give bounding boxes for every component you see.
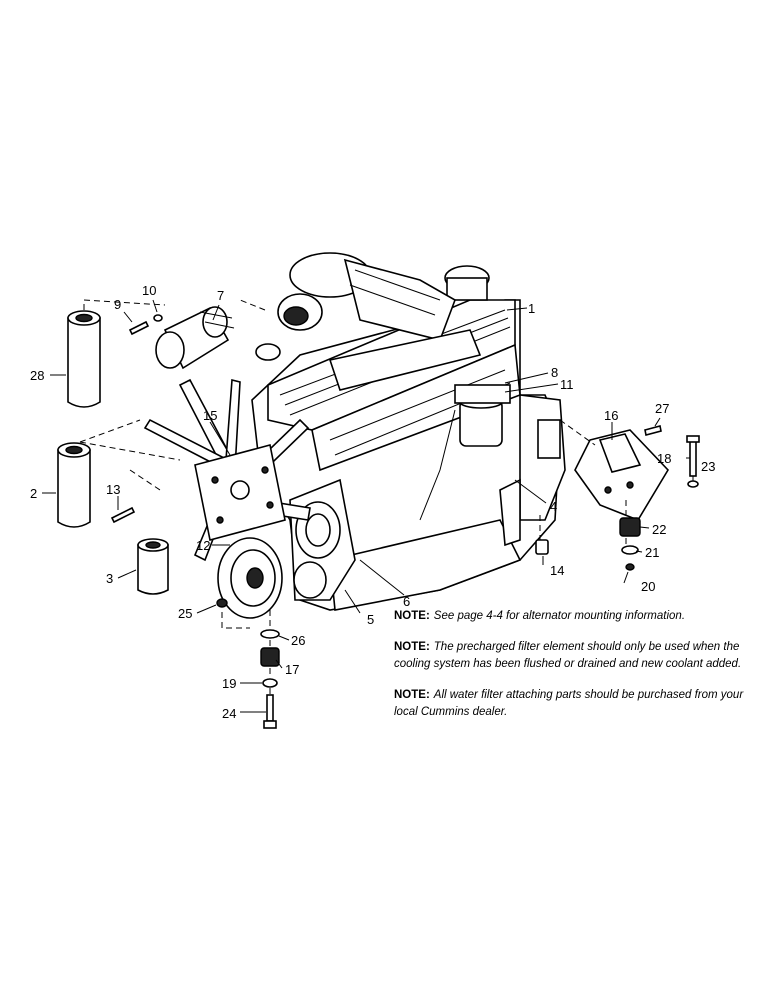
leader-lines [42,299,694,713]
water-filter-3 [137,538,169,595]
note-label: NOTE: [394,689,430,701]
callout-labels: 1 2 3 4 5 6 7 8 9 10 11 12 13 14 15 16 1… [30,283,715,721]
callout-9: 9 [114,297,121,312]
callout-1: 1 [528,301,535,316]
callout-10: 10 [142,283,156,298]
callout-12: 12 [196,538,210,553]
callout-3: 3 [106,571,113,586]
callout-4: 4 [550,499,557,514]
mount-bracket-16 [574,429,669,521]
starter-motor [155,306,235,370]
callout-7: 7 [217,288,224,303]
callout-11: 11 [560,377,574,392]
callout-18: 18 [657,451,671,466]
water-filter-2 [57,442,91,528]
callout-21: 21 [645,545,659,560]
note-text: See page 4-4 for alternator mounting inf… [433,610,686,622]
note-water-filter-parts: NOTE:All water filter attaching parts sh… [394,687,756,721]
note-label: NOTE: [394,610,430,622]
fan-assembly [143,378,311,562]
note-alternator: NOTE:See page 4-4 for alternator mountin… [394,608,756,625]
note-text: The precharged filter element should onl… [394,641,742,670]
callout-26: 26 [291,633,305,648]
callout-14: 14 [550,563,564,578]
engine-assembly [217,252,566,619]
callout-19: 19 [222,676,236,691]
callout-20: 20 [641,579,655,594]
water-filter-28 [67,310,101,408]
callout-17: 17 [285,662,299,677]
callout-25: 25 [178,606,192,621]
callout-16: 16 [604,408,618,423]
callout-15: 15 [203,408,217,423]
callout-13: 13 [106,482,120,497]
callout-8: 8 [551,365,558,380]
notes-block: NOTE:See page 4-4 for alternator mountin… [394,608,756,735]
note-precharged-filter: NOTE:The precharged filter element shoul… [394,639,756,673]
callout-24: 24 [222,706,236,721]
callout-6: 6 [403,594,410,609]
note-label: NOTE: [394,641,430,653]
callout-5: 5 [367,612,374,627]
callout-2: 2 [30,486,37,501]
note-text: All water filter attaching parts should … [394,689,744,718]
callout-27: 27 [655,401,669,416]
callout-28: 28 [30,368,44,383]
callout-22: 22 [652,522,666,537]
callout-23: 23 [701,459,715,474]
